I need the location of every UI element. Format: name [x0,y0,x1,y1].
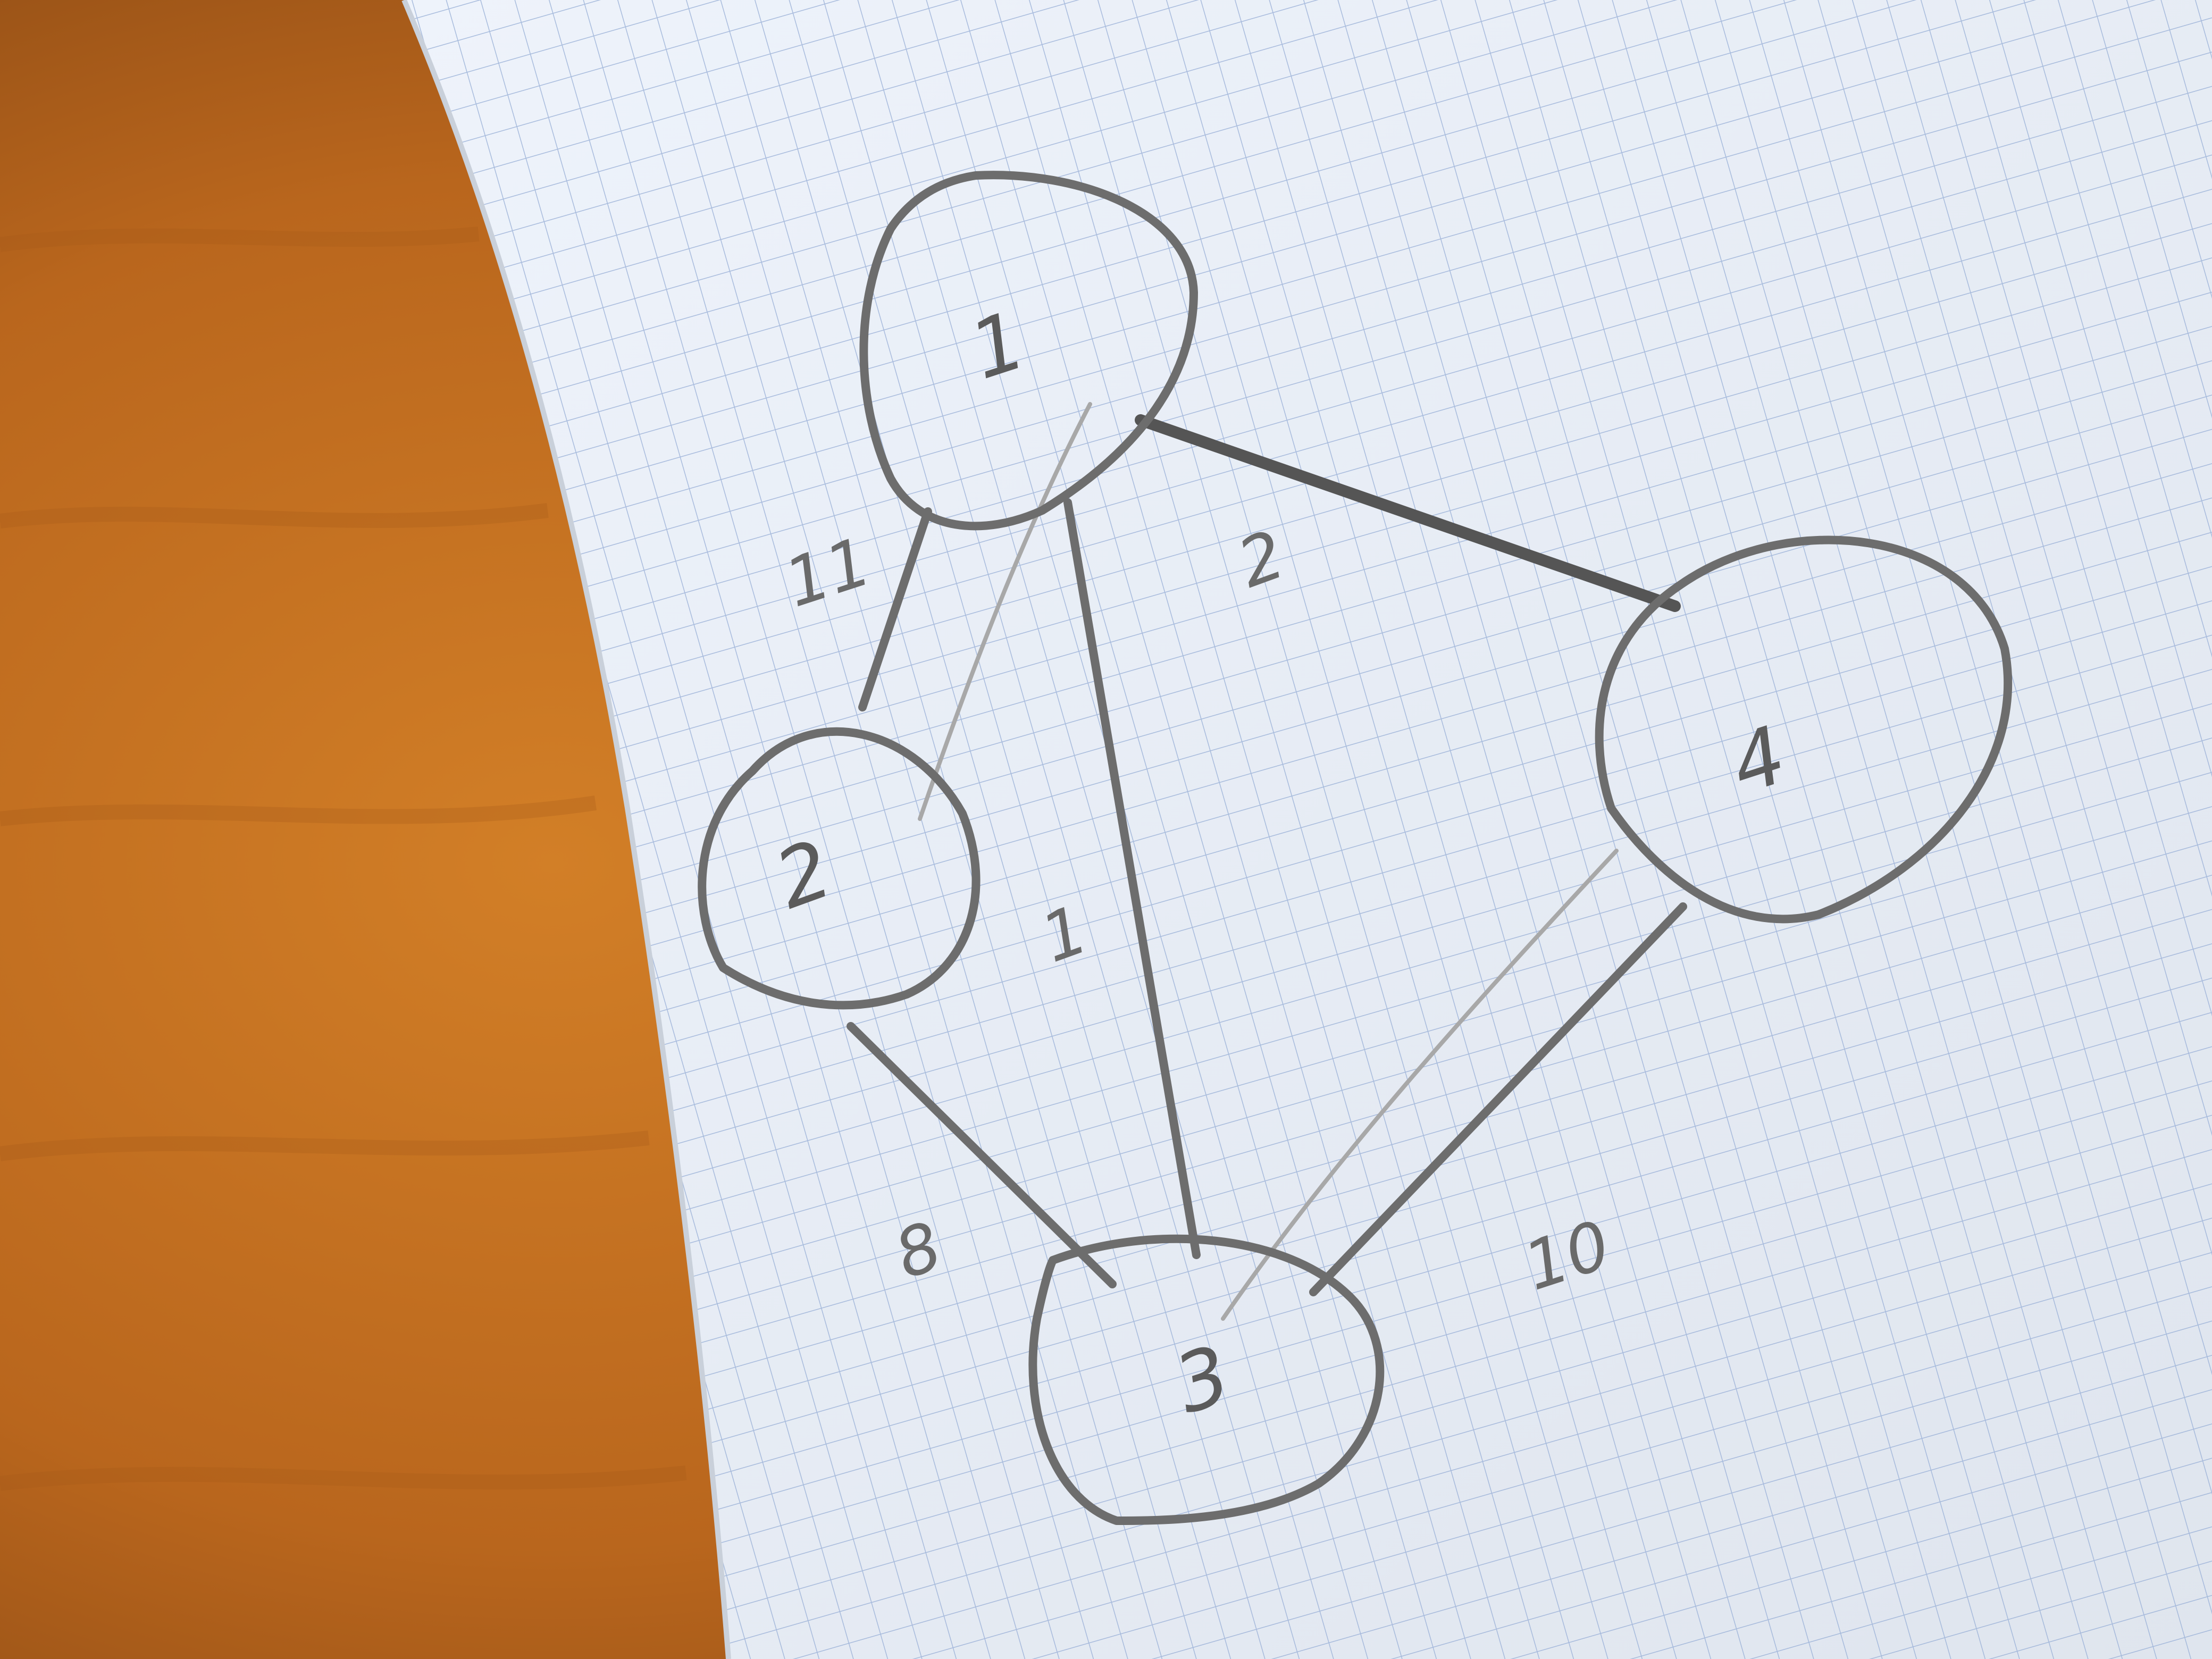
edge-top-right [1135,414,1681,612]
node-circle-1 [859,171,1198,531]
faint-guide-stroke [918,402,1092,821]
node-circle-3 [1028,1234,1385,1525]
node-circle-4 [1595,535,2013,924]
paper-grid [404,0,2212,1659]
graph-edges [847,402,1687,1321]
edge-right-bottom [1309,902,1687,1296]
paper-edge [401,0,731,1659]
edge-top-left [858,507,932,711]
node-labels: 1 2 4 3 [764,294,1797,1432]
node-circle-2 [698,727,981,1010]
table-grain [0,227,687,1491]
edge-top-bottom [1063,498,1201,1259]
graph-nodes [698,171,2013,1525]
edge-left-bottom [847,1022,1117,1288]
